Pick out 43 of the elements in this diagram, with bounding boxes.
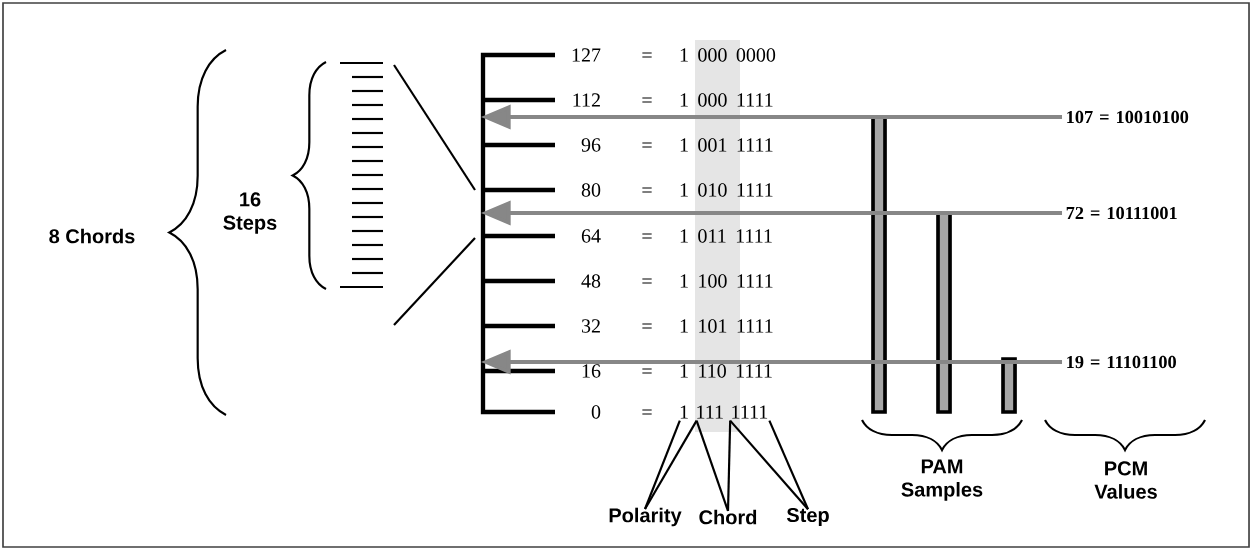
brace-label: PAM Samples [901, 459, 983, 501]
binary-code: 1 000 1111 [680, 93, 773, 107]
leader-line [768, 420, 809, 510]
pcm-value-text: 107 = 10010100 [1067, 110, 1189, 124]
binary-code: 1 111 1111 [680, 405, 768, 419]
leader-line [644, 420, 698, 510]
level-value: 48 [581, 274, 601, 288]
equals-sign: = [642, 52, 652, 58]
binary-code: 1 100 1111 [680, 274, 773, 288]
equals-sign: = [642, 97, 652, 103]
equals-sign: = [642, 187, 652, 193]
brace-label: 16 Steps [223, 192, 277, 234]
binary-code: 1 011 1111 [680, 229, 772, 243]
binary-code: 1 101 1111 [680, 319, 773, 333]
equals-sign: = [642, 368, 652, 374]
leader-line [729, 419, 809, 510]
leader-line [726, 420, 732, 512]
brace-label: PCM Values [1094, 461, 1157, 499]
binary-code: 1 001 1111 [680, 138, 773, 152]
equals-sign: = [642, 409, 652, 415]
leader-line [644, 420, 681, 510]
level-value: 96 [581, 138, 601, 152]
level-value: 16 [582, 364, 601, 378]
equals-sign: = [642, 142, 652, 148]
equals-sign: = [642, 278, 652, 284]
brace-label: 8 Chords [49, 228, 135, 244]
level-value: 112 [573, 93, 600, 107]
binary-code: 1 110 1111 [680, 364, 772, 378]
pcm-value-text: 19 = 11101100 [1067, 355, 1176, 369]
pcm-value-text: 72 = 10111001 [1066, 206, 1177, 220]
field-label: Step [786, 507, 829, 527]
level-value: 0 [591, 405, 601, 419]
equals-sign: = [642, 323, 652, 329]
equals-sign: = [642, 233, 652, 239]
leader-line [695, 420, 730, 512]
field-label: Chord [699, 509, 757, 525]
binary-code: 1 010 1111 [680, 183, 773, 197]
level-value: 80 [581, 183, 601, 197]
level-value: 127 [572, 48, 601, 62]
level-value: 64 [581, 229, 601, 243]
field-label: Polarity [609, 507, 682, 527]
level-value: 32 [582, 319, 600, 333]
binary-code: 1 000 0000 [680, 48, 776, 62]
